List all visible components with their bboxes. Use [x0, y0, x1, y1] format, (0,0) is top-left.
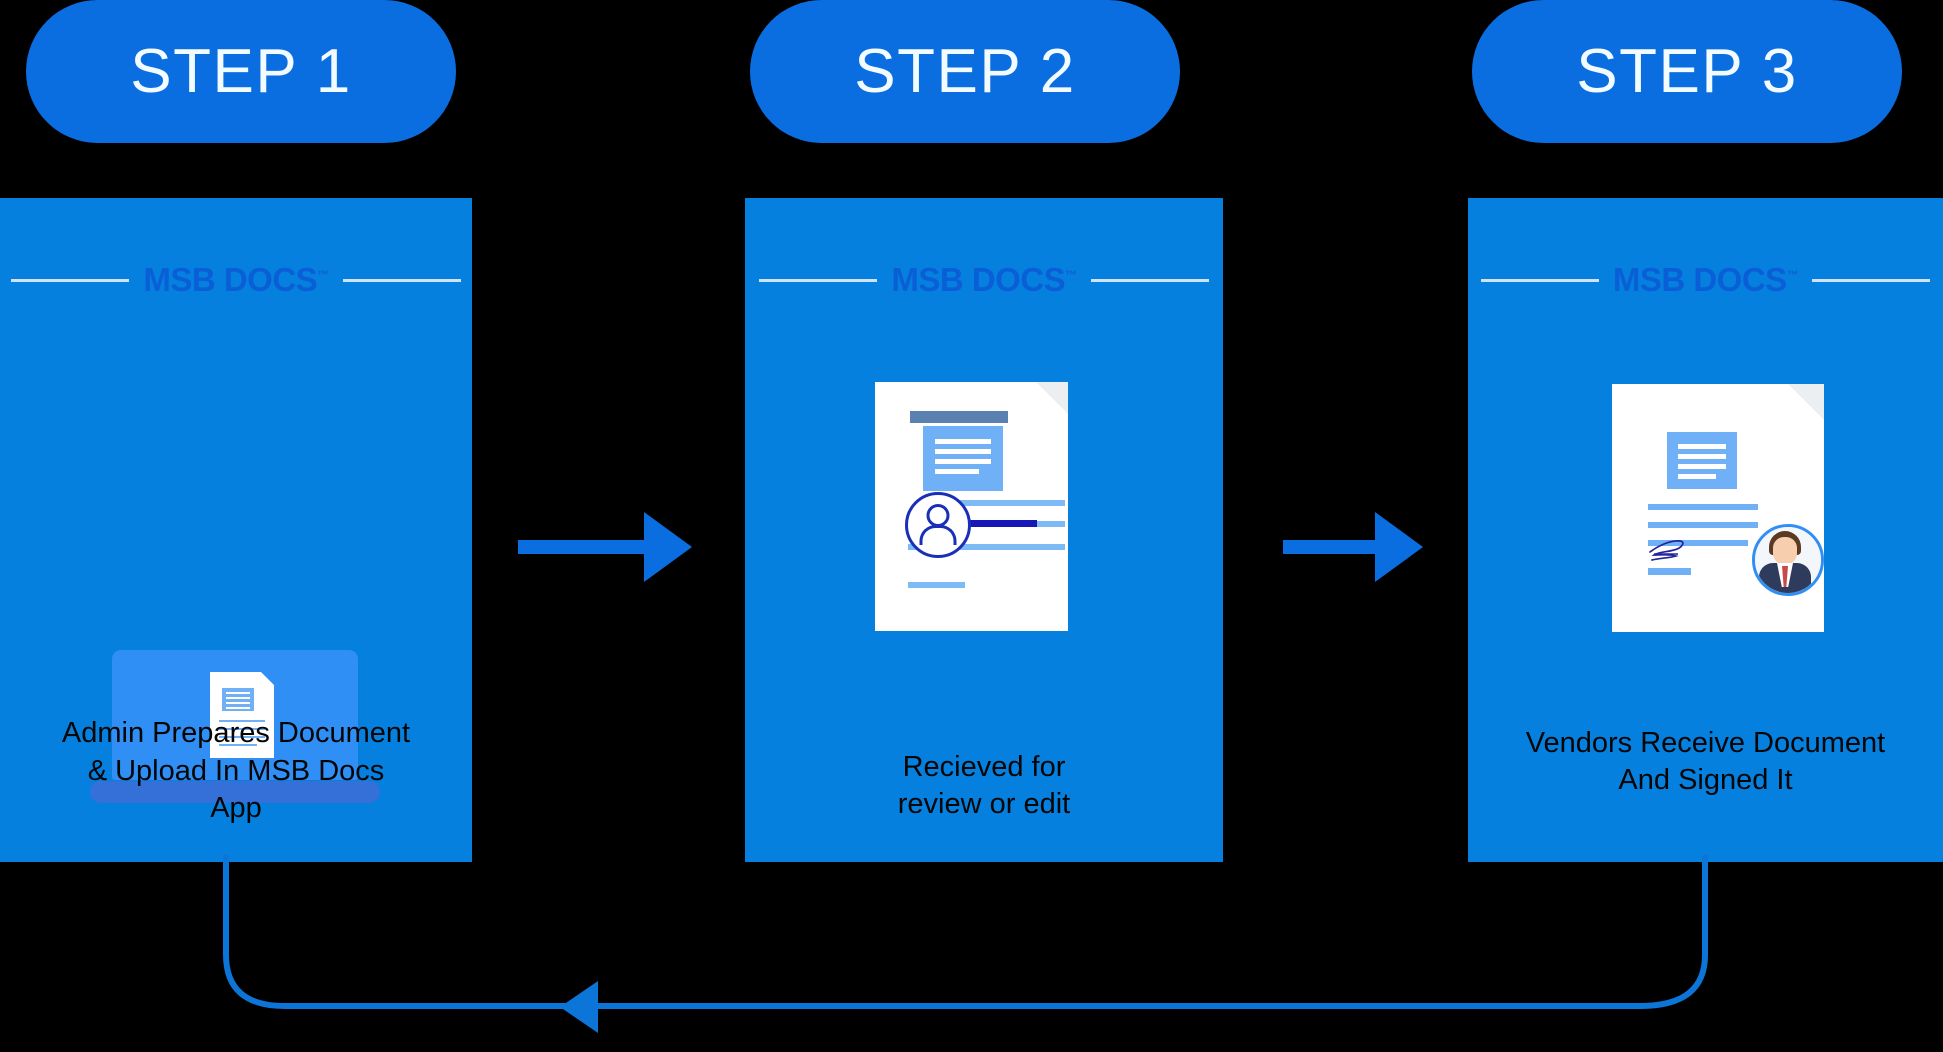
laptop-screen-icon	[112, 650, 358, 780]
brand-logo-row-2: MSB DOCS™	[745, 261, 1223, 299]
step-pill-1-label: STEP 1	[130, 37, 352, 106]
signature-baseline-icon	[1648, 568, 1691, 575]
logo-rule-left-icon	[759, 278, 878, 282]
msb-docs-logo-3: MSB DOCS™	[1612, 261, 1799, 299]
step-pill-2[interactable]: STEP 2	[750, 0, 1180, 143]
document-text-block-icon	[923, 426, 1003, 491]
logo-rule-right-icon	[1812, 278, 1931, 282]
msb-docs-logo-2-text: MSB DOCS	[891, 261, 1066, 298]
document-line-icon	[219, 728, 265, 730]
vendor-photo-avatar	[1752, 524, 1824, 596]
msb-docs-logo-2: MSB DOCS™	[891, 261, 1077, 299]
review-document-icon	[875, 382, 1068, 631]
document-line-icon	[953, 500, 1065, 506]
arrow-shaft-icon	[1283, 540, 1388, 554]
logo-rule-left-icon	[11, 278, 130, 282]
document-line-icon	[908, 544, 1065, 550]
document-text-block-icon	[1667, 432, 1737, 489]
arrow-head-icon	[1375, 512, 1423, 582]
document-line-icon	[219, 744, 257, 746]
logo-rule-left-icon	[1480, 278, 1599, 282]
avatar-tie-icon	[1782, 566, 1788, 587]
step-pill-2-label: STEP 2	[854, 37, 1076, 106]
laptop-base-icon	[90, 781, 380, 803]
page-fold-icon	[1788, 384, 1824, 420]
document-line-icon	[219, 720, 265, 722]
step-1-caption: Admin Prepares Document & Upload In MSB …	[61, 716, 411, 825]
document-line-icon	[1648, 540, 1748, 546]
reviewer-avatar-icon	[905, 492, 971, 558]
brand-logo-row-3: MSB DOCS™	[1468, 261, 1943, 299]
msb-docs-logo-1: MSB DOCS™	[143, 261, 329, 299]
document-line-icon	[908, 582, 965, 588]
feedback-loop-connector	[223, 855, 1708, 1009]
arrow-head-icon	[644, 512, 692, 582]
step-pill-3[interactable]: STEP 3	[1472, 0, 1902, 143]
signed-document-icon	[1612, 384, 1824, 632]
trademark-icon: ™	[1065, 268, 1077, 282]
document-icon	[210, 672, 274, 758]
step-2-caption: Recieved for review or edit	[897, 750, 1071, 821]
avatar-body-icon	[919, 525, 957, 545]
logo-rule-right-icon	[1090, 278, 1209, 282]
avatar-head-icon	[926, 504, 950, 527]
document-line-icon	[1648, 522, 1758, 528]
step-pill-1[interactable]: STEP 1	[26, 0, 456, 143]
laptop-icon	[90, 650, 380, 803]
brand-logo-row-1: MSB DOCS™	[0, 261, 472, 299]
msb-docs-logo-3-text: MSB DOCS	[1612, 261, 1787, 298]
document-text-block-icon	[222, 688, 254, 711]
trademark-icon: ™	[1786, 268, 1799, 282]
connector-arrow-step1-step2	[518, 512, 698, 582]
step-panel-1[interactable]: MSB DOCS™ Admin Prepares Document & Uplo…	[0, 198, 472, 862]
step-pill-3-label: STEP 3	[1576, 37, 1798, 106]
avatar-face-icon	[1773, 537, 1797, 565]
document-header-bar-icon	[910, 411, 1008, 423]
trademark-icon: ™	[317, 268, 329, 282]
document-line-icon	[1648, 504, 1758, 510]
step-3-caption: Vendors Receive Document And Signed It	[1525, 726, 1886, 797]
msb-docs-logo-1-text: MSB DOCS	[143, 261, 318, 298]
arrow-shaft-icon	[518, 540, 658, 554]
signature-scribble-icon	[1649, 540, 1684, 561]
page-fold-icon	[1036, 382, 1068, 414]
signature-field-line-icon	[955, 520, 1037, 527]
logo-rule-right-icon	[342, 278, 461, 282]
connector-arrow-step2-step3	[1283, 512, 1423, 582]
feedback-loop-arrow-head-icon	[560, 981, 598, 1033]
document-line-icon	[219, 736, 265, 738]
